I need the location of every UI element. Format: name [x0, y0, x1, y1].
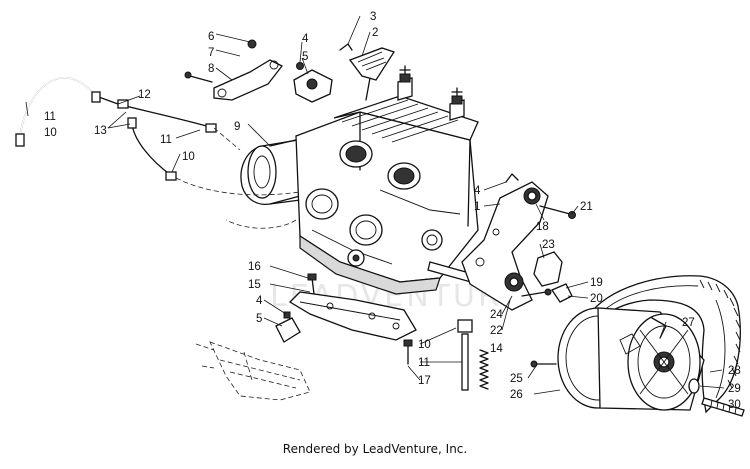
callout-21: 21 — [580, 201, 593, 213]
callout-30: 30 — [728, 399, 741, 411]
callout-10-mid: 10 — [182, 151, 195, 163]
callout-4-lower: 4 — [256, 295, 263, 307]
callout-18: 18 — [536, 221, 549, 233]
bolt-17 — [403, 339, 413, 365]
callout-11-mid: 11 — [160, 134, 172, 146]
callout-26: 26 — [510, 389, 523, 401]
callout-14: 14 — [490, 343, 503, 355]
spring-14 — [479, 349, 489, 390]
callout-5-lower: 5 — [256, 313, 262, 325]
callout-3: 3 — [370, 11, 376, 23]
leader-lines — [25, 15, 725, 405]
callout-4-top: 4 — [302, 33, 309, 45]
belt-28 — [587, 275, 741, 414]
engine-mount-bracket-8 — [213, 59, 283, 101]
bolt-7 — [184, 71, 213, 83]
bolt-25 — [530, 360, 557, 368]
callout-16: 16 — [248, 261, 261, 273]
bracket-19 — [551, 283, 573, 303]
callout-10-lower: 10 — [418, 339, 431, 351]
callout-29: 29 — [728, 383, 741, 395]
callout-1: 1 — [474, 201, 480, 213]
callout-6: 6 — [208, 31, 214, 43]
callout-17: 17 — [418, 375, 431, 387]
engine-assembly — [240, 65, 481, 295]
rod-11 — [461, 333, 469, 391]
callout-13: 13 — [94, 125, 107, 137]
callout-9: 9 — [234, 121, 240, 133]
callout-19: 19 — [590, 277, 603, 289]
callout-12: 12 — [138, 89, 151, 101]
callout-11-lower: 11 — [418, 357, 430, 369]
mount-plate-assembly — [461, 173, 549, 311]
clip-3 — [339, 43, 353, 51]
callout-4-right: 4 — [474, 185, 481, 197]
drive-clutch-26 — [557, 307, 705, 411]
bolt-24 — [521, 288, 552, 297]
callout-28: 28 — [728, 365, 741, 377]
callout-22: 22 — [490, 325, 503, 337]
callout-labels: 3 2 6 7 8 4 5 9 12 13 11 10 11 10 4 1 21… — [44, 11, 741, 411]
callout-27: 27 — [682, 317, 695, 329]
bolt-30 — [701, 397, 745, 417]
callout-20: 20 — [590, 293, 603, 305]
hose-assembly — [15, 76, 301, 229]
callout-24: 24 — [490, 309, 503, 321]
chassis-outline — [195, 341, 311, 401]
clutch-27-spider — [651, 317, 667, 339]
bolt-4-top — [296, 62, 304, 70]
mount-cap-5-top — [293, 69, 333, 103]
sleeve-10 — [457, 319, 473, 333]
callout-2: 2 — [372, 27, 378, 39]
callout-7: 7 — [208, 47, 214, 59]
callout-15: 15 — [248, 279, 261, 291]
washer-29 — [688, 378, 700, 394]
nut-6 — [247, 39, 257, 49]
callout-25: 25 — [510, 373, 523, 385]
callout-23: 23 — [542, 239, 555, 251]
bracket-23 — [533, 251, 563, 287]
callout-11-left: 11 — [44, 111, 56, 123]
footer-credit: Rendered by LeadVenture, Inc. — [282, 442, 468, 456]
bolt-21 — [539, 205, 576, 219]
lower-mount-plate — [288, 291, 417, 341]
mount-cap-5-lower — [275, 311, 301, 343]
pull-handle-2 — [348, 47, 395, 101]
bolt-15 — [307, 273, 317, 295]
callout-5-top: 5 — [302, 51, 308, 63]
callout-10-left: 10 — [44, 127, 57, 139]
callout-8: 8 — [208, 63, 214, 75]
